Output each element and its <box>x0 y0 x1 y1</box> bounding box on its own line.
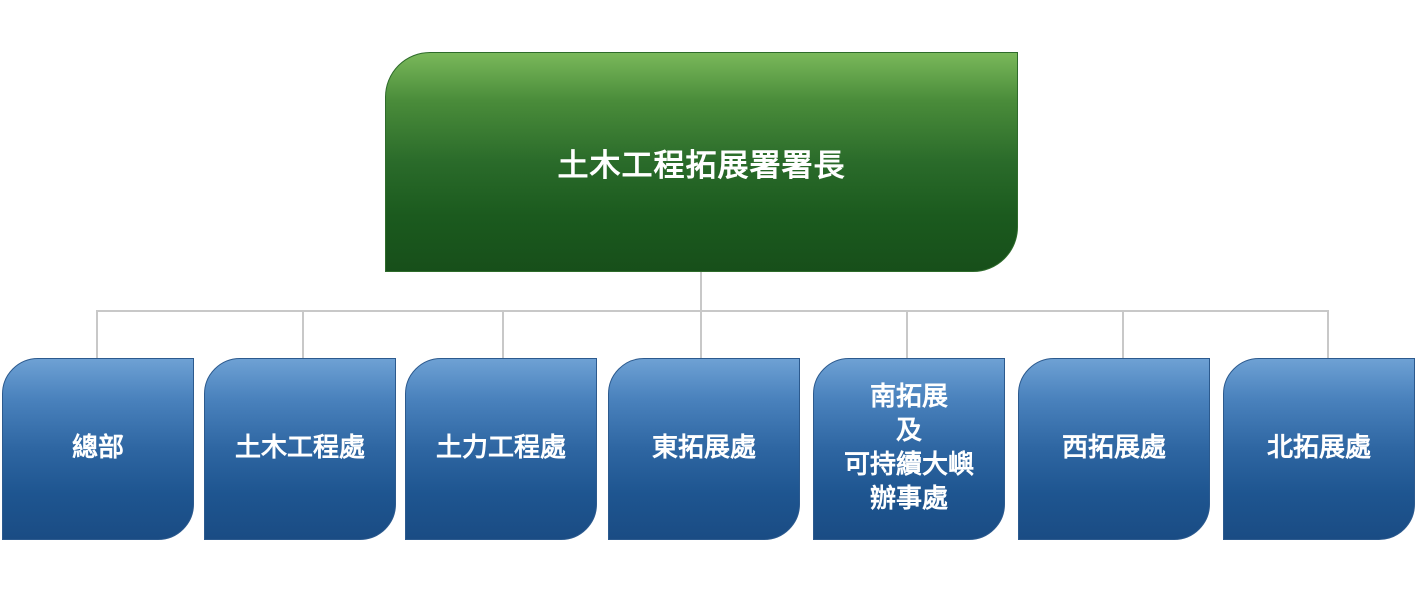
root-node-label: 土木工程拓展署署長 <box>557 147 846 184</box>
child-node-geotechnical-engineering-office: 土力工程處 <box>405 358 597 540</box>
child-node-label: 總部 <box>71 433 124 464</box>
connector-child-drop <box>700 310 702 358</box>
connector-child-drop <box>1327 310 1329 358</box>
child-node-south-development-office: 南拓展 及 可持續大嶼 辦事處 <box>813 358 1005 540</box>
child-node-label: 西拓展處 <box>1061 433 1166 464</box>
connector-root-stem <box>700 272 702 312</box>
connector-child-drop <box>906 310 908 358</box>
child-node-label: 土力工程處 <box>435 433 566 464</box>
child-node-label: 北拓展處 <box>1266 433 1371 464</box>
child-node-label: 東拓展處 <box>651 433 756 464</box>
connector-child-drop <box>96 310 98 358</box>
connector-child-drop <box>502 310 504 358</box>
root-node-director: 土木工程拓展署署長 <box>385 52 1018 272</box>
child-node-label: 南拓展 及 可持續大嶼 辦事處 <box>843 382 974 514</box>
connector-horizontal-bar <box>96 310 1329 312</box>
child-node-west-development-office: 西拓展處 <box>1018 358 1210 540</box>
child-node-label: 土木工程處 <box>234 433 365 464</box>
child-node-north-development-office: 北拓展處 <box>1223 358 1415 540</box>
child-node-civil-engineering-office: 土木工程處 <box>204 358 396 540</box>
child-node-headquarters: 總部 <box>2 358 194 540</box>
connector-child-drop <box>1122 310 1124 358</box>
child-node-east-development-office: 東拓展處 <box>608 358 800 540</box>
connector-child-drop <box>302 310 304 358</box>
